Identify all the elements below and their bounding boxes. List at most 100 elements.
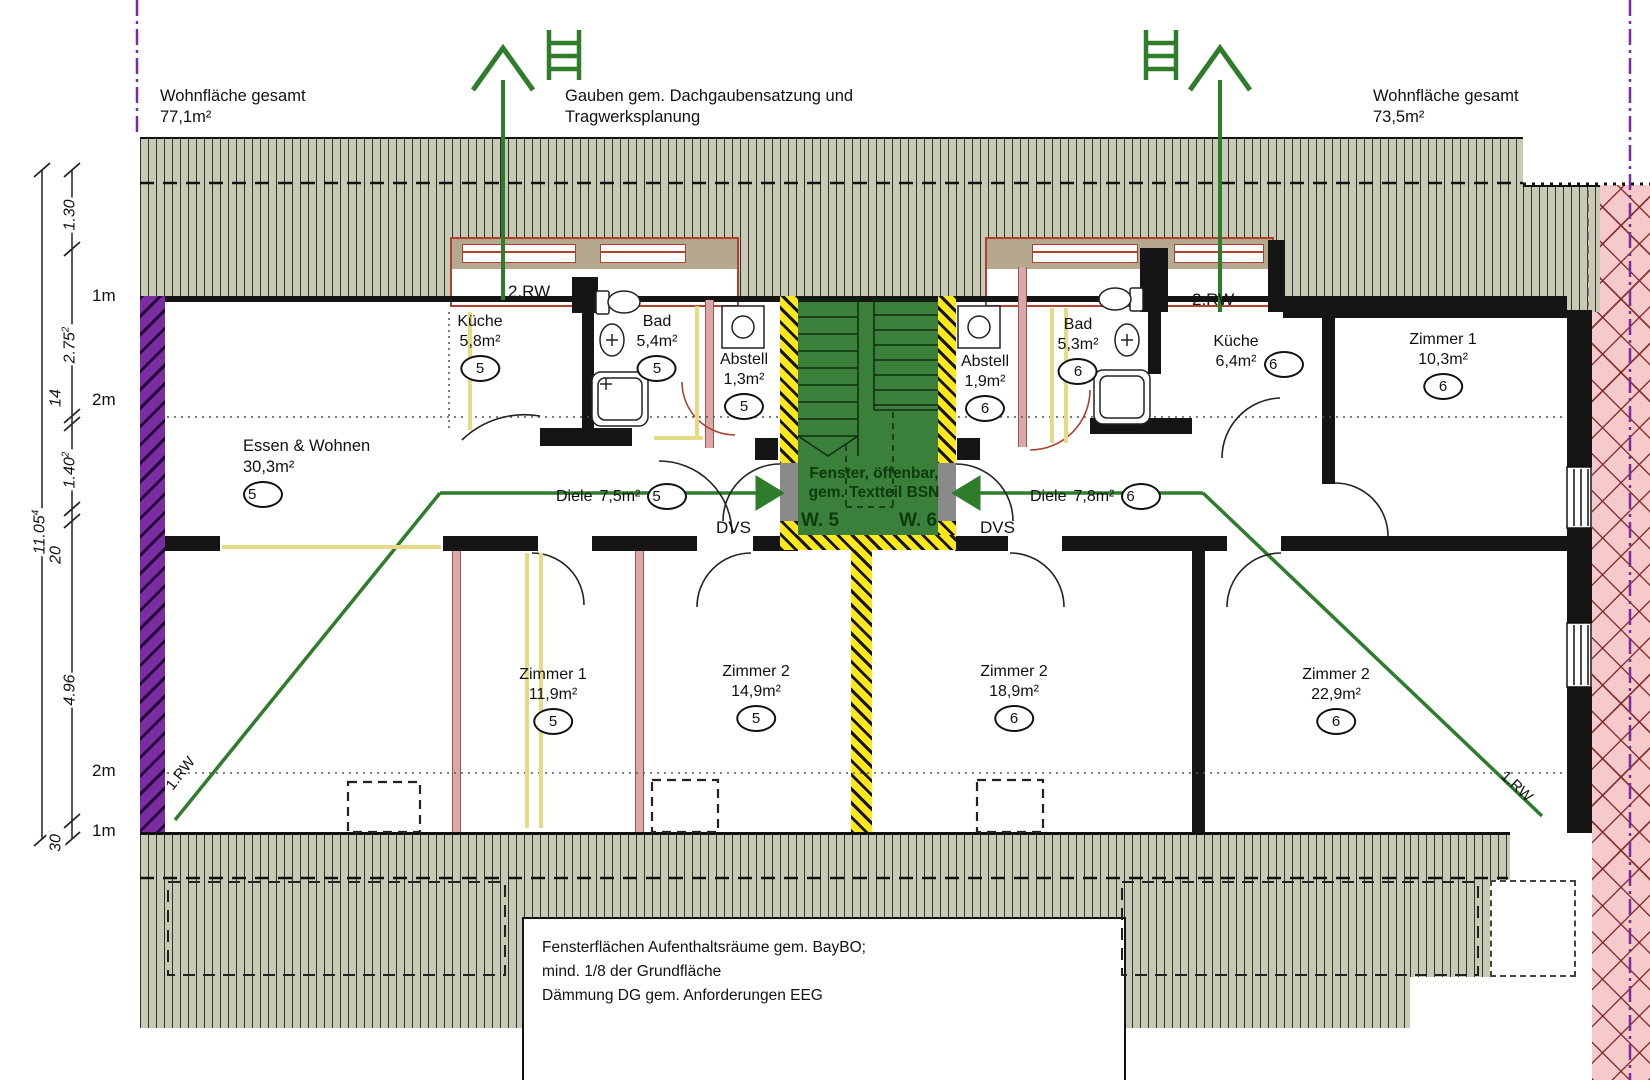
stairwell-window-note: Fenster, öffenbar, gem. Textteil BSN — [809, 464, 940, 502]
stairs — [797, 296, 938, 508]
room-area: 5,8m² — [459, 333, 501, 350]
room-w5-essen: Essen & Wohnen 30,3m² 5 — [243, 436, 370, 508]
room-area: 1,3m² — [723, 371, 765, 388]
ladder-icon — [546, 30, 582, 80]
room-name: Zimmer 2 — [1302, 666, 1370, 683]
partition-wall — [452, 551, 461, 833]
partition-wall — [1018, 267, 1027, 447]
note-line: mind. 1/8 der Grundfläche — [542, 963, 722, 980]
dormer-window — [1032, 244, 1138, 263]
height-lines-dotted — [167, 416, 1565, 774]
room-name: Diele — [1030, 487, 1067, 505]
fixtures — [591, 287, 1151, 427]
bottom-note-box — [522, 917, 1126, 1080]
partition-wall — [705, 300, 714, 448]
property-line-purple — [135, 0, 1632, 1080]
wall — [755, 438, 778, 460]
room-name: Essen & Wohnen — [243, 437, 371, 455]
room-area: 7,8m² — [1073, 487, 1115, 505]
wall — [1283, 302, 1567, 318]
dimension-chain — [33, 162, 81, 847]
entry-door-w6 — [938, 463, 956, 521]
unit-badge: 5 — [637, 355, 677, 382]
room-area: 14,9m² — [731, 683, 781, 700]
unit-badge: 6 — [1316, 708, 1356, 735]
room-name: Abstell — [719, 351, 769, 368]
label-line: Tragwerksplanung — [565, 108, 701, 126]
dim-seg: 30 — [46, 832, 66, 854]
room-area: 11,9m² — [528, 686, 578, 703]
unit-badge: 6 — [1058, 358, 1098, 385]
unit-badge: 5 — [736, 705, 776, 732]
room-name: Küche — [1213, 333, 1259, 350]
room-w5-bad: Bad 5,4m² 5 — [637, 312, 677, 382]
former-partitions-yellow — [222, 306, 1068, 828]
wall — [1192, 551, 1205, 833]
height-2m-bottom: 2m — [92, 761, 116, 780]
wall — [1567, 528, 1592, 623]
room-name: Bad — [1063, 316, 1093, 333]
wall — [1268, 240, 1285, 312]
room-area: 5,3m² — [1057, 336, 1099, 353]
escape-rw2-left: 2.RW — [508, 282, 551, 301]
toilet-icon — [595, 290, 610, 315]
room-name: Zimmer 2 — [980, 663, 1048, 680]
entry-arrow-w5 — [755, 475, 785, 511]
dormer-window — [600, 244, 686, 263]
apartment-label-w5: W. 5 — [801, 510, 840, 531]
unit-badge: 5 — [243, 481, 283, 508]
wall — [1062, 536, 1227, 551]
wall — [1567, 687, 1592, 833]
wall — [1281, 536, 1567, 551]
wall — [582, 277, 594, 432]
note-line: Fensterflächen Aufenthaltsräume gem. Bay… — [542, 939, 866, 956]
room-area: 7,5m² — [599, 487, 641, 505]
fire-wall-purple — [140, 296, 165, 833]
height-1m-bottom: 1m — [92, 821, 116, 840]
wall — [957, 438, 980, 460]
unit-badge: 5 — [724, 393, 764, 420]
roof-top-right-corner — [1523, 185, 1600, 312]
unit-badge: 6 — [1264, 351, 1304, 378]
note-line: gem. Textteil BSN — [808, 484, 940, 501]
room-name: Küche — [457, 313, 503, 330]
room-area: 10,3m² — [1418, 351, 1468, 368]
label-line: Gauben gem. Dachgaubensatzung und — [565, 87, 854, 105]
unit-badge: 6 — [1121, 483, 1162, 510]
partition-wall — [635, 551, 644, 833]
dormer-window — [462, 244, 576, 263]
label-line: 73,5m² — [1373, 108, 1425, 126]
apartment-label-w6: W. 6 — [899, 510, 938, 531]
unit-badge: 6 — [965, 395, 1005, 422]
room-name: Bad — [642, 313, 672, 330]
door-arcs — [461, 397, 1389, 608]
unit-badge: 6 — [1423, 373, 1463, 400]
dim-seg: 1.30 — [60, 197, 80, 233]
room-w6-abstell: Abstell 1,9m² 6 — [961, 352, 1009, 422]
dim-seg: 1.402 — [60, 449, 80, 491]
wall — [592, 536, 697, 551]
roof-bottom-right — [1410, 833, 1510, 977]
dim-seg: 20 — [46, 544, 66, 566]
wall — [1567, 310, 1592, 467]
room-w6-kueche: Küche 6,4m² — [1213, 332, 1258, 372]
wall — [443, 536, 538, 551]
ladder-icon — [1143, 30, 1179, 80]
bottom-note: Fensterflächen Aufenthaltsräume gem. Bay… — [542, 936, 866, 1008]
label-line: 77,1m² — [160, 108, 212, 126]
dvs-label-left: DVS — [716, 518, 751, 537]
room-area: 6,4m² — [1215, 353, 1257, 370]
room-name: Abstell — [960, 353, 1010, 370]
wall — [955, 536, 1008, 551]
room-name: Zimmer 1 — [519, 666, 587, 683]
entry-arrow-w6 — [951, 475, 981, 511]
unit-badge: 5 — [460, 355, 500, 382]
height-2m-top: 2m — [92, 390, 116, 409]
wall — [540, 428, 632, 446]
chimney — [1140, 248, 1168, 312]
dashed-roof-elements — [167, 778, 1479, 976]
area-total-right-label: Wohnfläche gesamt 73,5m² — [1373, 86, 1519, 128]
escape-rw2-right: 2.RW — [1192, 290, 1235, 309]
